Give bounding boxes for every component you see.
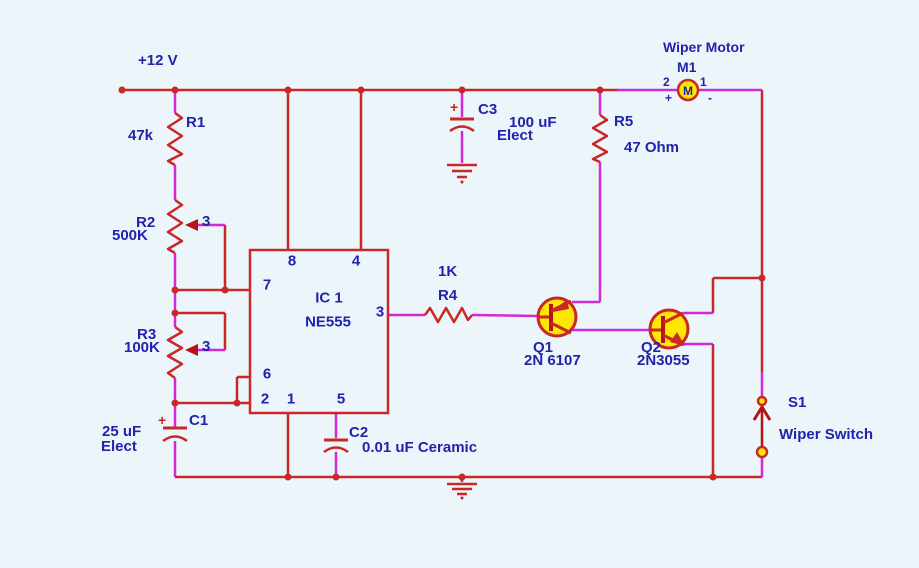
m1-motor-symbol bbox=[676, 78, 700, 102]
r4-resistor-symbol bbox=[423, 306, 473, 324]
r3-wiper-pin: 3 bbox=[202, 338, 211, 355]
s1-label: Wiper Switch bbox=[779, 426, 874, 443]
r1-resistor-symbol bbox=[166, 111, 184, 167]
ic1-body bbox=[248, 248, 390, 415]
r4-value: 1K bbox=[438, 263, 458, 280]
wires-magenta bbox=[173, 88, 764, 477]
r1-value: 47k bbox=[128, 127, 154, 144]
c1-value: 25 uF bbox=[102, 423, 142, 440]
r5-resistor-symbol bbox=[591, 113, 609, 164]
r5-ref: R5 bbox=[614, 113, 634, 130]
c1-ref: C1 bbox=[189, 412, 209, 429]
ic1-pin8: 8 bbox=[287, 252, 297, 270]
ic1-pin4: 4 bbox=[351, 252, 361, 270]
c3-ref: C3 bbox=[478, 101, 498, 118]
r2-value: 500K bbox=[112, 227, 148, 244]
c2-value: 0.01 uF Ceramic bbox=[362, 439, 478, 456]
q2-transistor-symbol bbox=[648, 308, 690, 350]
c1-kind: Elect bbox=[101, 438, 137, 455]
m1-title: Wiper Motor bbox=[663, 39, 745, 55]
c1-polarity: + bbox=[158, 412, 167, 428]
ic1-pin6: 6 bbox=[262, 365, 272, 383]
m1-polarity-minus: - bbox=[708, 91, 712, 105]
r3-ref: R3 bbox=[137, 326, 157, 343]
c2-ref: C2 bbox=[349, 424, 369, 441]
junction-dots bbox=[118, 86, 766, 481]
q1-part: 2N 6107 bbox=[524, 352, 581, 369]
m1-polarity-plus: + bbox=[665, 91, 673, 105]
ic1-pin1: 1 bbox=[286, 390, 296, 408]
power-label: +12 V bbox=[138, 52, 178, 69]
ic1-pin2: 2 bbox=[260, 390, 270, 408]
q2-ref: Q2 bbox=[641, 339, 662, 356]
s1-switch-symbol bbox=[752, 395, 772, 459]
q1-ref: Q1 bbox=[533, 339, 554, 356]
c3-polarity: + bbox=[450, 99, 459, 115]
ic1-ref: IC 1 bbox=[315, 289, 343, 307]
ic1-pin7: 7 bbox=[262, 276, 272, 294]
c3-value: 100 uF bbox=[509, 114, 557, 131]
r2-wiper-arrow-icon bbox=[185, 219, 198, 231]
c3-kind: Elect bbox=[497, 127, 533, 144]
m1-terminal-2: 2 bbox=[663, 75, 670, 89]
r3-value: 100K bbox=[124, 339, 160, 356]
m1-ref: M1 bbox=[677, 59, 697, 75]
ic1-part: NE555 bbox=[305, 313, 351, 331]
r3-wiper-arrow-icon bbox=[185, 344, 198, 356]
m1-terminal-1: 1 bbox=[700, 75, 707, 89]
r4-ref: R4 bbox=[438, 287, 458, 304]
ic1-pin5: 5 bbox=[336, 390, 346, 408]
c3-capacitor-symbol bbox=[449, 117, 475, 133]
q2-part: 2N3055 bbox=[637, 352, 690, 369]
r3-potentiometer-symbol bbox=[166, 325, 184, 380]
m1-motor-letter: M bbox=[683, 84, 693, 98]
r2-ref: R2 bbox=[136, 214, 156, 231]
ic1-pin3: 3 bbox=[375, 303, 385, 321]
r2-wiper-pin: 3 bbox=[202, 213, 211, 230]
c3-ground-icon bbox=[447, 163, 477, 184]
wires-red bbox=[122, 88, 764, 479]
c2-capacitor-symbol bbox=[323, 438, 349, 454]
r5-value: 47 Ohm bbox=[624, 139, 680, 156]
r2-potentiometer-symbol bbox=[166, 198, 184, 255]
c1-capacitor-symbol bbox=[162, 426, 188, 443]
s1-ref: S1 bbox=[788, 394, 807, 411]
r1-ref: R1 bbox=[186, 114, 206, 131]
q1-transistor-symbol bbox=[536, 296, 578, 338]
